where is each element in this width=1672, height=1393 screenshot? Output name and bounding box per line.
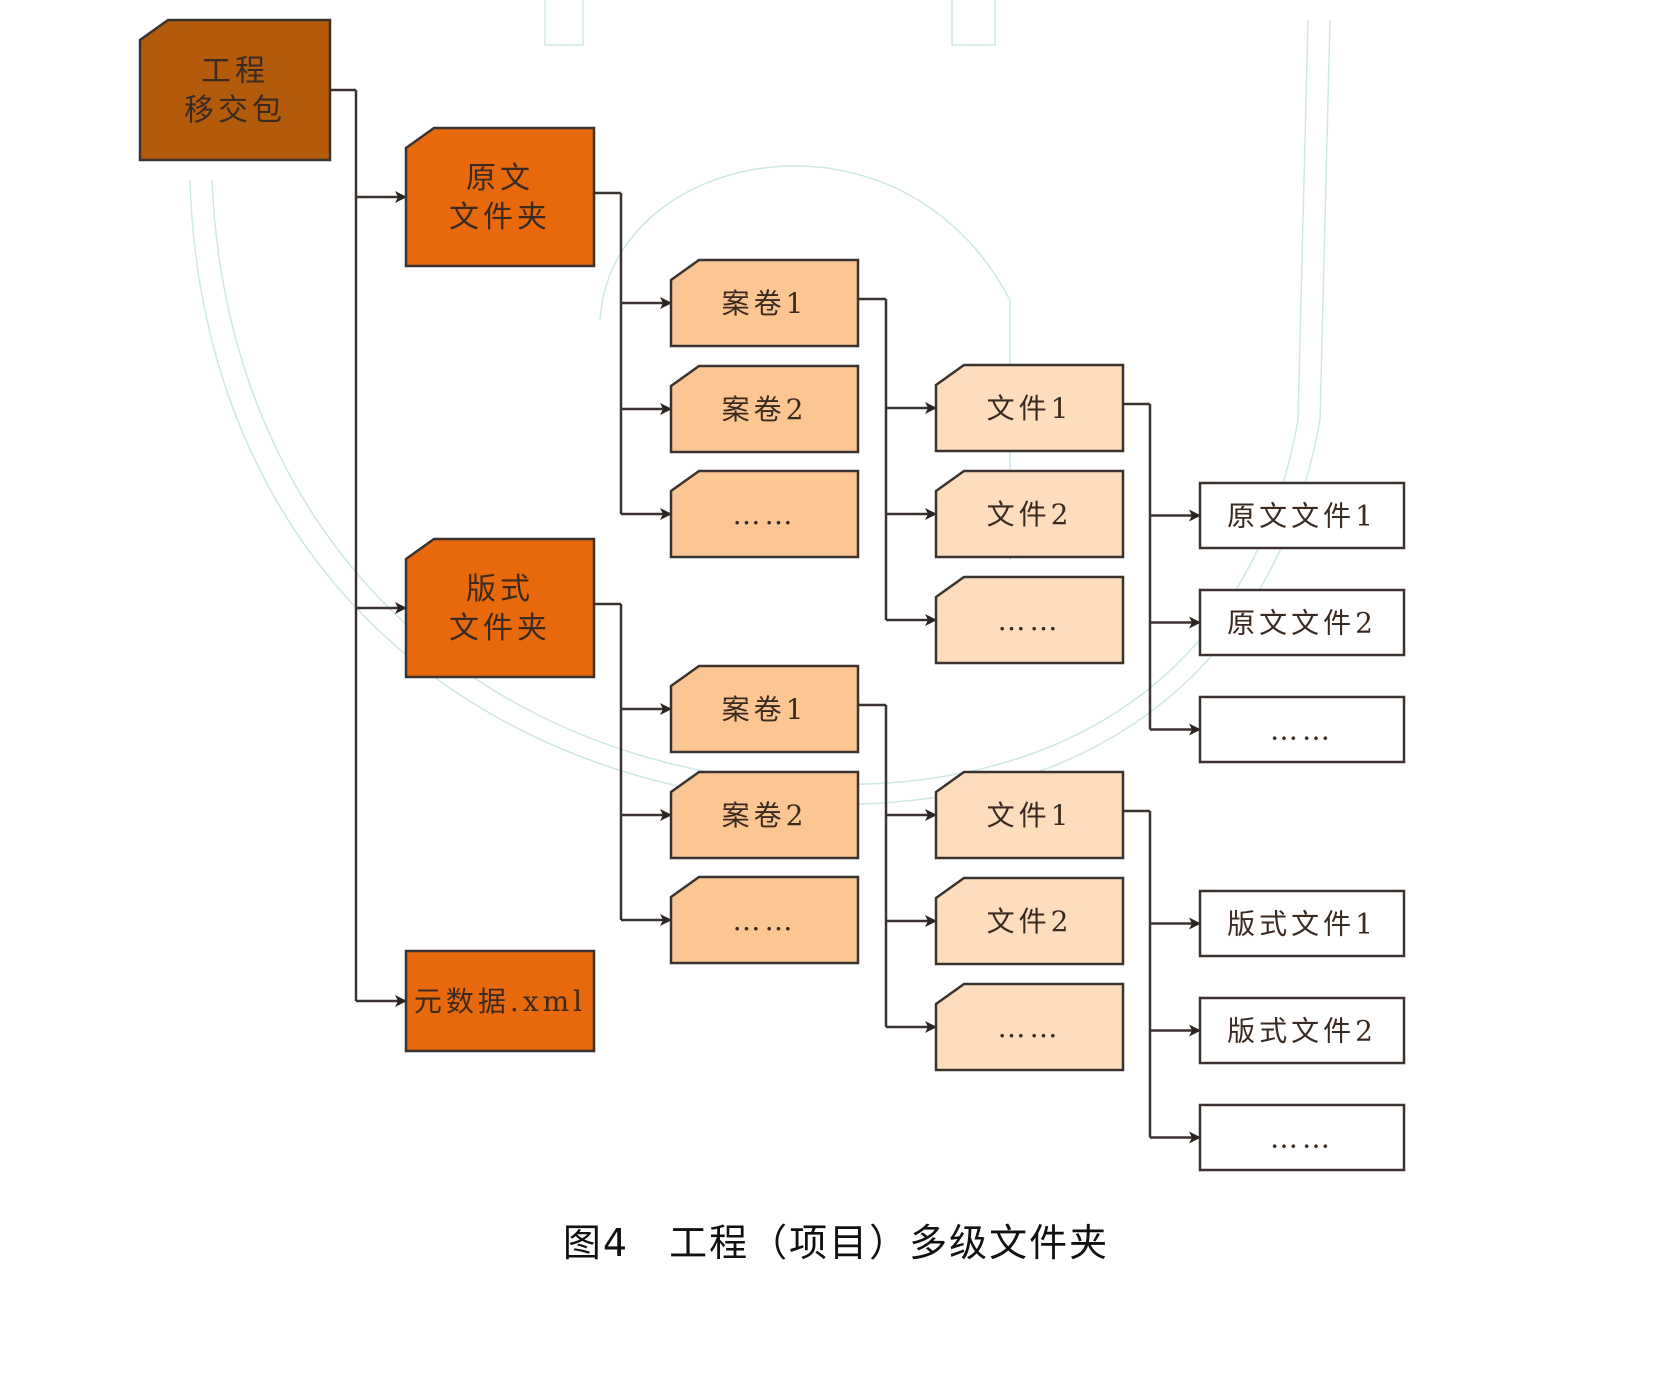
node-label: 案卷2 xyxy=(722,393,808,426)
node-label: 案卷1 xyxy=(722,693,808,726)
node-label: 移交包 xyxy=(184,93,286,128)
folder-shape xyxy=(669,364,860,454)
node-fmt-vol1: 案卷1 xyxy=(669,664,860,754)
folder-shape xyxy=(669,664,860,754)
node-orig-doc2: 原文文件2 xyxy=(1198,588,1406,657)
folder-shape xyxy=(934,575,1125,665)
node-label: …… xyxy=(1270,1121,1334,1154)
node-orig-file-more: …… xyxy=(934,575,1125,665)
folder-shape xyxy=(934,469,1125,559)
node-label: …… xyxy=(733,498,797,531)
node-orig-file1: 文件1 xyxy=(934,363,1125,453)
node-label: 版式文件1 xyxy=(1227,907,1377,940)
node-orig-vol1: 案卷1 xyxy=(669,258,860,348)
node-label: 案卷2 xyxy=(722,799,808,832)
file-box xyxy=(1198,996,1406,1065)
folder-shape xyxy=(934,876,1125,966)
node-label: 版式 xyxy=(466,572,534,607)
folder-shape xyxy=(934,982,1125,1072)
node-label: …… xyxy=(1270,713,1334,746)
folder-shape xyxy=(138,18,332,162)
node-label: 文件2 xyxy=(987,498,1073,531)
file-box xyxy=(1198,481,1406,550)
file-box xyxy=(1198,588,1406,657)
file-box xyxy=(1198,695,1406,764)
node-label: …… xyxy=(998,604,1062,637)
node-label: 案卷1 xyxy=(722,287,808,320)
node-label: 文件夹 xyxy=(449,200,551,235)
node-fmt-file2: 文件2 xyxy=(934,876,1125,966)
node-label: 原文文件1 xyxy=(1227,499,1377,532)
file-box xyxy=(1198,1103,1406,1172)
node-label: 文件1 xyxy=(987,392,1073,425)
node-label: 文件夹 xyxy=(449,611,551,646)
node-orig-vol2: 案卷2 xyxy=(669,364,860,454)
folder-shape xyxy=(669,469,860,559)
nodes: 工程移交包原文文件夹版式文件夹元数据.xml案卷1案卷2……文件1文件2……原文… xyxy=(138,18,1406,1172)
node-orig-file2: 文件2 xyxy=(934,469,1125,559)
folder-shape xyxy=(404,949,596,1053)
folder-shape xyxy=(669,258,860,348)
node-label: …… xyxy=(998,1011,1062,1044)
folder-shape xyxy=(404,126,596,268)
node-fmt-file-more: …… xyxy=(934,982,1125,1072)
node-label: 原文 xyxy=(466,161,534,196)
node-fmt-doc-more: …… xyxy=(1198,1103,1406,1172)
node-orig-doc-more: …… xyxy=(1198,695,1406,764)
node-orig-doc1: 原文文件1 xyxy=(1198,481,1406,550)
node-metadata: 元数据.xml xyxy=(404,949,596,1053)
node-label: 工程 xyxy=(201,54,269,89)
node-label: …… xyxy=(733,904,797,937)
node-fmt-doc1: 版式文件1 xyxy=(1198,889,1406,958)
folder-shape xyxy=(669,770,860,860)
node-fmt-vol-more: …… xyxy=(669,875,860,965)
connectors xyxy=(330,88,1201,1144)
folder-shape xyxy=(934,770,1125,860)
folder-shape xyxy=(934,363,1125,453)
node-fmt-vol2: 案卷2 xyxy=(669,770,860,860)
folder-shape xyxy=(669,875,860,965)
node-fmt-doc2: 版式文件2 xyxy=(1198,996,1406,1065)
node-orig-vol-more: …… xyxy=(669,469,860,559)
file-box xyxy=(1198,889,1406,958)
node-label: 版式文件2 xyxy=(1227,1014,1377,1047)
folder-shape xyxy=(404,537,596,679)
node-label: 文件2 xyxy=(987,905,1073,938)
node-label: 元数据.xml xyxy=(414,985,586,1018)
figure-caption: 图4 工程（项目）多级文件夹 xyxy=(562,1221,1110,1265)
node-fmt-file1: 文件1 xyxy=(934,770,1125,860)
node-label: 文件1 xyxy=(987,799,1073,832)
node-label: 原文文件2 xyxy=(1227,606,1377,639)
